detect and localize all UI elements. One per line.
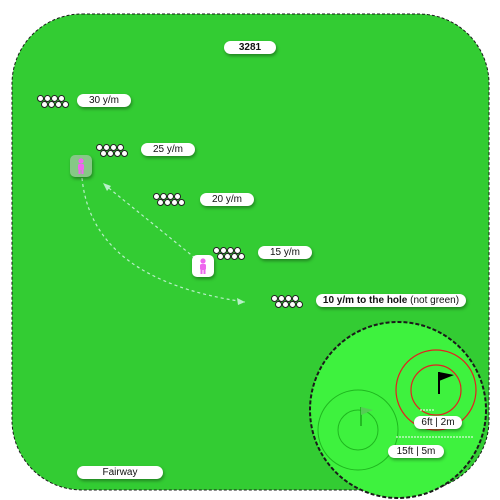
ball-target-ring-inner	[337, 409, 379, 451]
previous-player-position[interactable]	[70, 155, 92, 177]
flag-icon	[438, 372, 454, 394]
person-icon	[200, 258, 206, 274]
aim-line	[104, 184, 196, 259]
pin-ring-inner	[410, 364, 462, 416]
shot-path-curve	[81, 177, 246, 303]
distance-label-30: 30 y/m	[77, 94, 131, 107]
distance-label-10: 10 y/m to the hole (not green)	[316, 294, 466, 307]
measure-small-label: 6ft | 2m	[414, 416, 462, 429]
flag-icon	[360, 407, 373, 426]
green-inset[interactable]	[309, 321, 487, 499]
measure-large-label: 15ft | 5m	[388, 445, 444, 458]
shot-path-arrowhead	[237, 298, 245, 305]
distance-label-20: 20 y/m	[200, 193, 254, 206]
current-player-position[interactable]	[192, 255, 214, 277]
hole-id-label: 3281	[224, 41, 276, 54]
pin-ring-outer	[395, 349, 477, 431]
green-inset-circle	[309, 321, 487, 499]
distance-label-25: 25 y/m	[141, 143, 195, 156]
aim-line-arrowhead	[103, 183, 111, 191]
distance-label-15: 15 y/m	[258, 246, 312, 259]
person-icon	[78, 158, 84, 174]
fairway-label: Fairway	[77, 466, 163, 479]
ball-target-ring-outer	[317, 389, 399, 471]
